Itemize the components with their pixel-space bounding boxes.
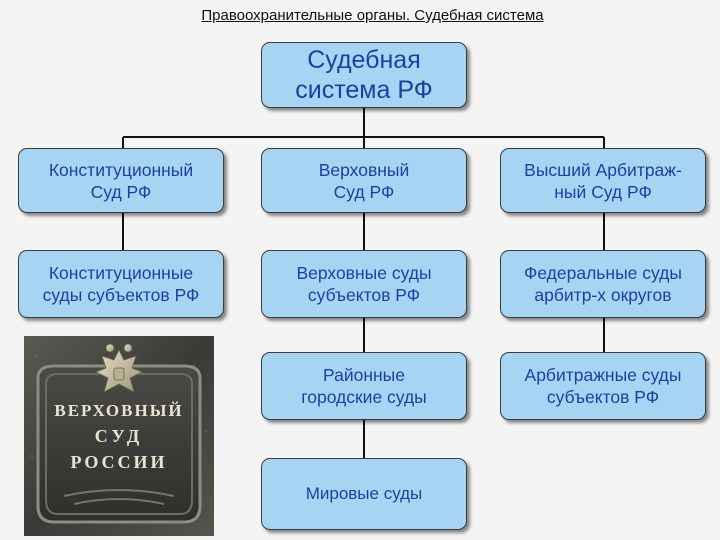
- node-supreme-courts-subjects: Верховные суды субъектов РФ: [261, 250, 467, 318]
- node-constitutional-court: Конституционный Суд РФ: [18, 148, 224, 213]
- supreme-court-sign-photo: ВЕРХОВНЫЙ СУД РОССИИ: [24, 336, 214, 536]
- sign-text-line2: СУД: [95, 426, 144, 446]
- node-supreme-arbitration-court: Высший Арбитраж- ный Суд РФ: [500, 148, 706, 213]
- sign-text-line3: РОССИИ: [70, 452, 167, 472]
- node-magistrate-courts: Мировые суды: [261, 458, 467, 530]
- sign-text-line1: ВЕРХОВНЫЙ: [54, 401, 183, 420]
- node-arbitration-courts-subjects: Арбитражные суды субъектов РФ: [500, 352, 706, 420]
- node-supreme-court: Верховный Суд РФ: [261, 148, 467, 213]
- node-district-city-courts: Районные городские суды: [261, 352, 467, 420]
- node-constitutional-courts-subjects: Конституционные суды субъектов РФ: [18, 250, 224, 318]
- root-node-judicial-system: Судебная система РФ: [261, 42, 467, 108]
- node-federal-arbitration-courts: Федеральные суды арбитр-х округов: [500, 250, 706, 318]
